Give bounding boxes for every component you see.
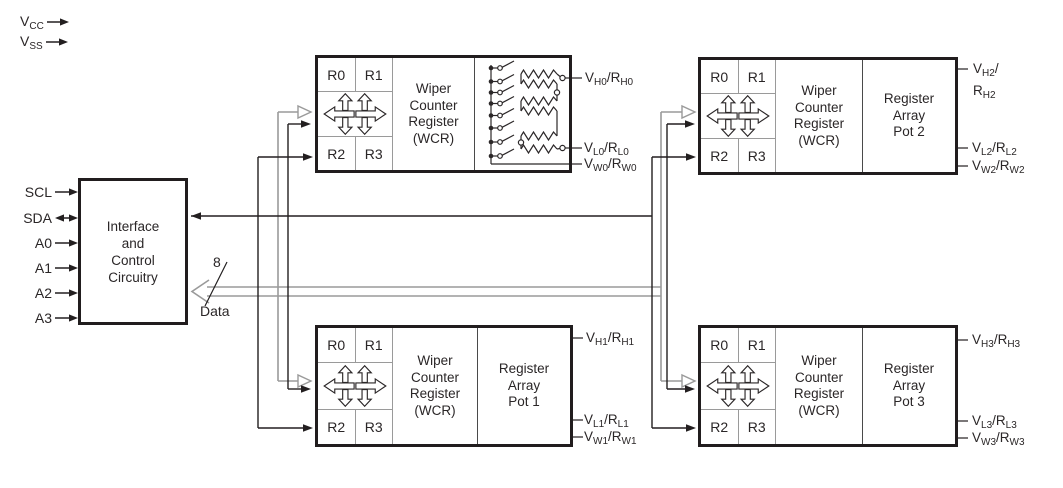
pin-a1-label: A1 [34, 260, 52, 276]
bus-width-label: 8 [213, 254, 221, 270]
pin-scl-label: SCL [24, 184, 52, 200]
arrow-bidirectional-icon [55, 214, 78, 222]
interface-control-label: Interface and Control Circuitry [106, 218, 160, 285]
pot0-register-r1: R1 [354, 58, 393, 91]
pot0-register-r3: R3 [354, 137, 393, 170]
pot2-register-r0: R0 [710, 68, 729, 85]
exchange-arrows-icon [706, 365, 770, 407]
arrow-right-icon [46, 18, 69, 26]
pot3-register-r1: R1 [737, 328, 776, 362]
exchange-arrows-icon [323, 365, 387, 407]
pin-vw1-rw1: VW1/RW1 [584, 429, 637, 447]
pin-vl0-rl0: VL0/RL0 [584, 140, 629, 158]
pot1-wcr-label: Wiper Counter Register (WCR) [393, 328, 478, 444]
pot0-resistor-array [475, 58, 569, 170]
control-lines [191, 123, 689, 429]
arrow-right-icon [55, 239, 78, 247]
pin-vh1-rh1: VH1/RH1 [586, 330, 635, 348]
control-arrowheads [191, 120, 696, 432]
pin-vl1-rl1: VL1/RL1 [584, 412, 629, 430]
pin-vl3-rl3: VL3/RL3 [972, 413, 1017, 431]
pot2-register-r2: R2 [710, 147, 729, 164]
data-bus-arrowheads [297, 104, 697, 389]
pin-vcc: VCC [20, 12, 69, 32]
arrow-right-icon [55, 289, 78, 297]
pot0-register-r0: R0 [327, 66, 346, 83]
pin-ticks [572, 68, 968, 439]
pot0-wcr-label: Wiper Counter Register (WCR) [393, 58, 475, 170]
pot1-register-r0: R0 [327, 337, 346, 353]
pin-vl2-rl2: VL2/RL2 [972, 140, 1017, 158]
pin-scl: SCL [0, 183, 78, 201]
exchange-arrows-icon [323, 93, 387, 135]
pot1-wcr-block: R0 R1 R2 R3 Wiper Counter Register (WCR)… [315, 325, 573, 447]
pot1-register-array-label: Register Array Pot 1 [498, 361, 550, 410]
pin-a2: A2 [0, 284, 78, 302]
pot3-wcr-label: Wiper Counter Register (WCR) [776, 328, 863, 444]
pot2-register-r3: R3 [737, 139, 776, 172]
pin-a3: A3 [0, 309, 78, 327]
pin-a3-label: A3 [34, 310, 52, 326]
arrow-right-icon [55, 314, 78, 322]
pot2-wcr-block: R0 R1 R2 R3 Wiper Counter Register (WCR)… [698, 57, 958, 175]
pin-vh0-rh0: VH0/RH0 [585, 70, 634, 88]
pot2-register-r1: R1 [737, 60, 776, 93]
pin-vss-label: VSS [20, 32, 43, 52]
arrow-right-icon [55, 264, 78, 272]
pin-a2-label: A2 [34, 285, 52, 301]
pot0-register-grid: R0 R1 R2 R3 [318, 58, 393, 170]
pin-a0: A0 [0, 234, 78, 252]
bus-data-label: Data [200, 303, 230, 319]
pin-sda-label: SDA [23, 210, 52, 226]
pot1-register-r3: R3 [354, 410, 393, 444]
pin-vss: VSS [20, 32, 68, 52]
pot1-register-r2: R2 [327, 419, 346, 435]
pot2-wcr-label: Wiper Counter Register (WCR) [776, 60, 863, 172]
pot3-register-grid: R0 R1 R2 R3 [701, 328, 776, 444]
pin-a1: A1 [0, 259, 78, 277]
arrow-right-icon [55, 188, 78, 196]
pin-vw3-rw3: VW3/RW3 [972, 430, 1025, 448]
pin-sda: SDA [0, 209, 78, 227]
pot3-register-r3: R3 [737, 410, 776, 444]
pot2-register-array-label: Register Array Pot 2 [883, 91, 935, 140]
pin-vh2-rh2: VH2/RH2 [973, 61, 999, 101]
exchange-arrows-icon [706, 95, 770, 137]
pot1-register-r1: R1 [354, 328, 393, 362]
pot3-wcr-block: R0 R1 R2 R3 Wiper Counter Register (WCR)… [698, 325, 958, 447]
pin-vw0-rw0: VW0/RW0 [584, 156, 637, 174]
pot2-register-grid: R0 R1 R2 R3 [701, 60, 776, 172]
pin-vw2-rw2: VW2/RW2 [972, 158, 1025, 176]
pot0-register-r2: R2 [327, 145, 346, 162]
pin-vh3-rh3: VH3/RH3 [972, 332, 1021, 350]
pot3-register-r0: R0 [710, 337, 729, 353]
pot3-register-array-label: Register Array Pot 3 [883, 361, 935, 410]
pot1-register-grid: R0 R1 R2 R3 [318, 328, 393, 444]
pin-a0-label: A0 [34, 235, 52, 251]
interface-control-block: Interface and Control Circuitry [78, 178, 188, 325]
pot0-wcr-block: R0 R1 R2 R3 Wiper Counter Register (WCR) [315, 55, 572, 173]
pot3-register-r2: R2 [710, 419, 729, 435]
arrow-right-icon [45, 38, 68, 46]
pin-vcc-label: VCC [20, 12, 44, 32]
resistor-ladder-icon [488, 60, 569, 165]
